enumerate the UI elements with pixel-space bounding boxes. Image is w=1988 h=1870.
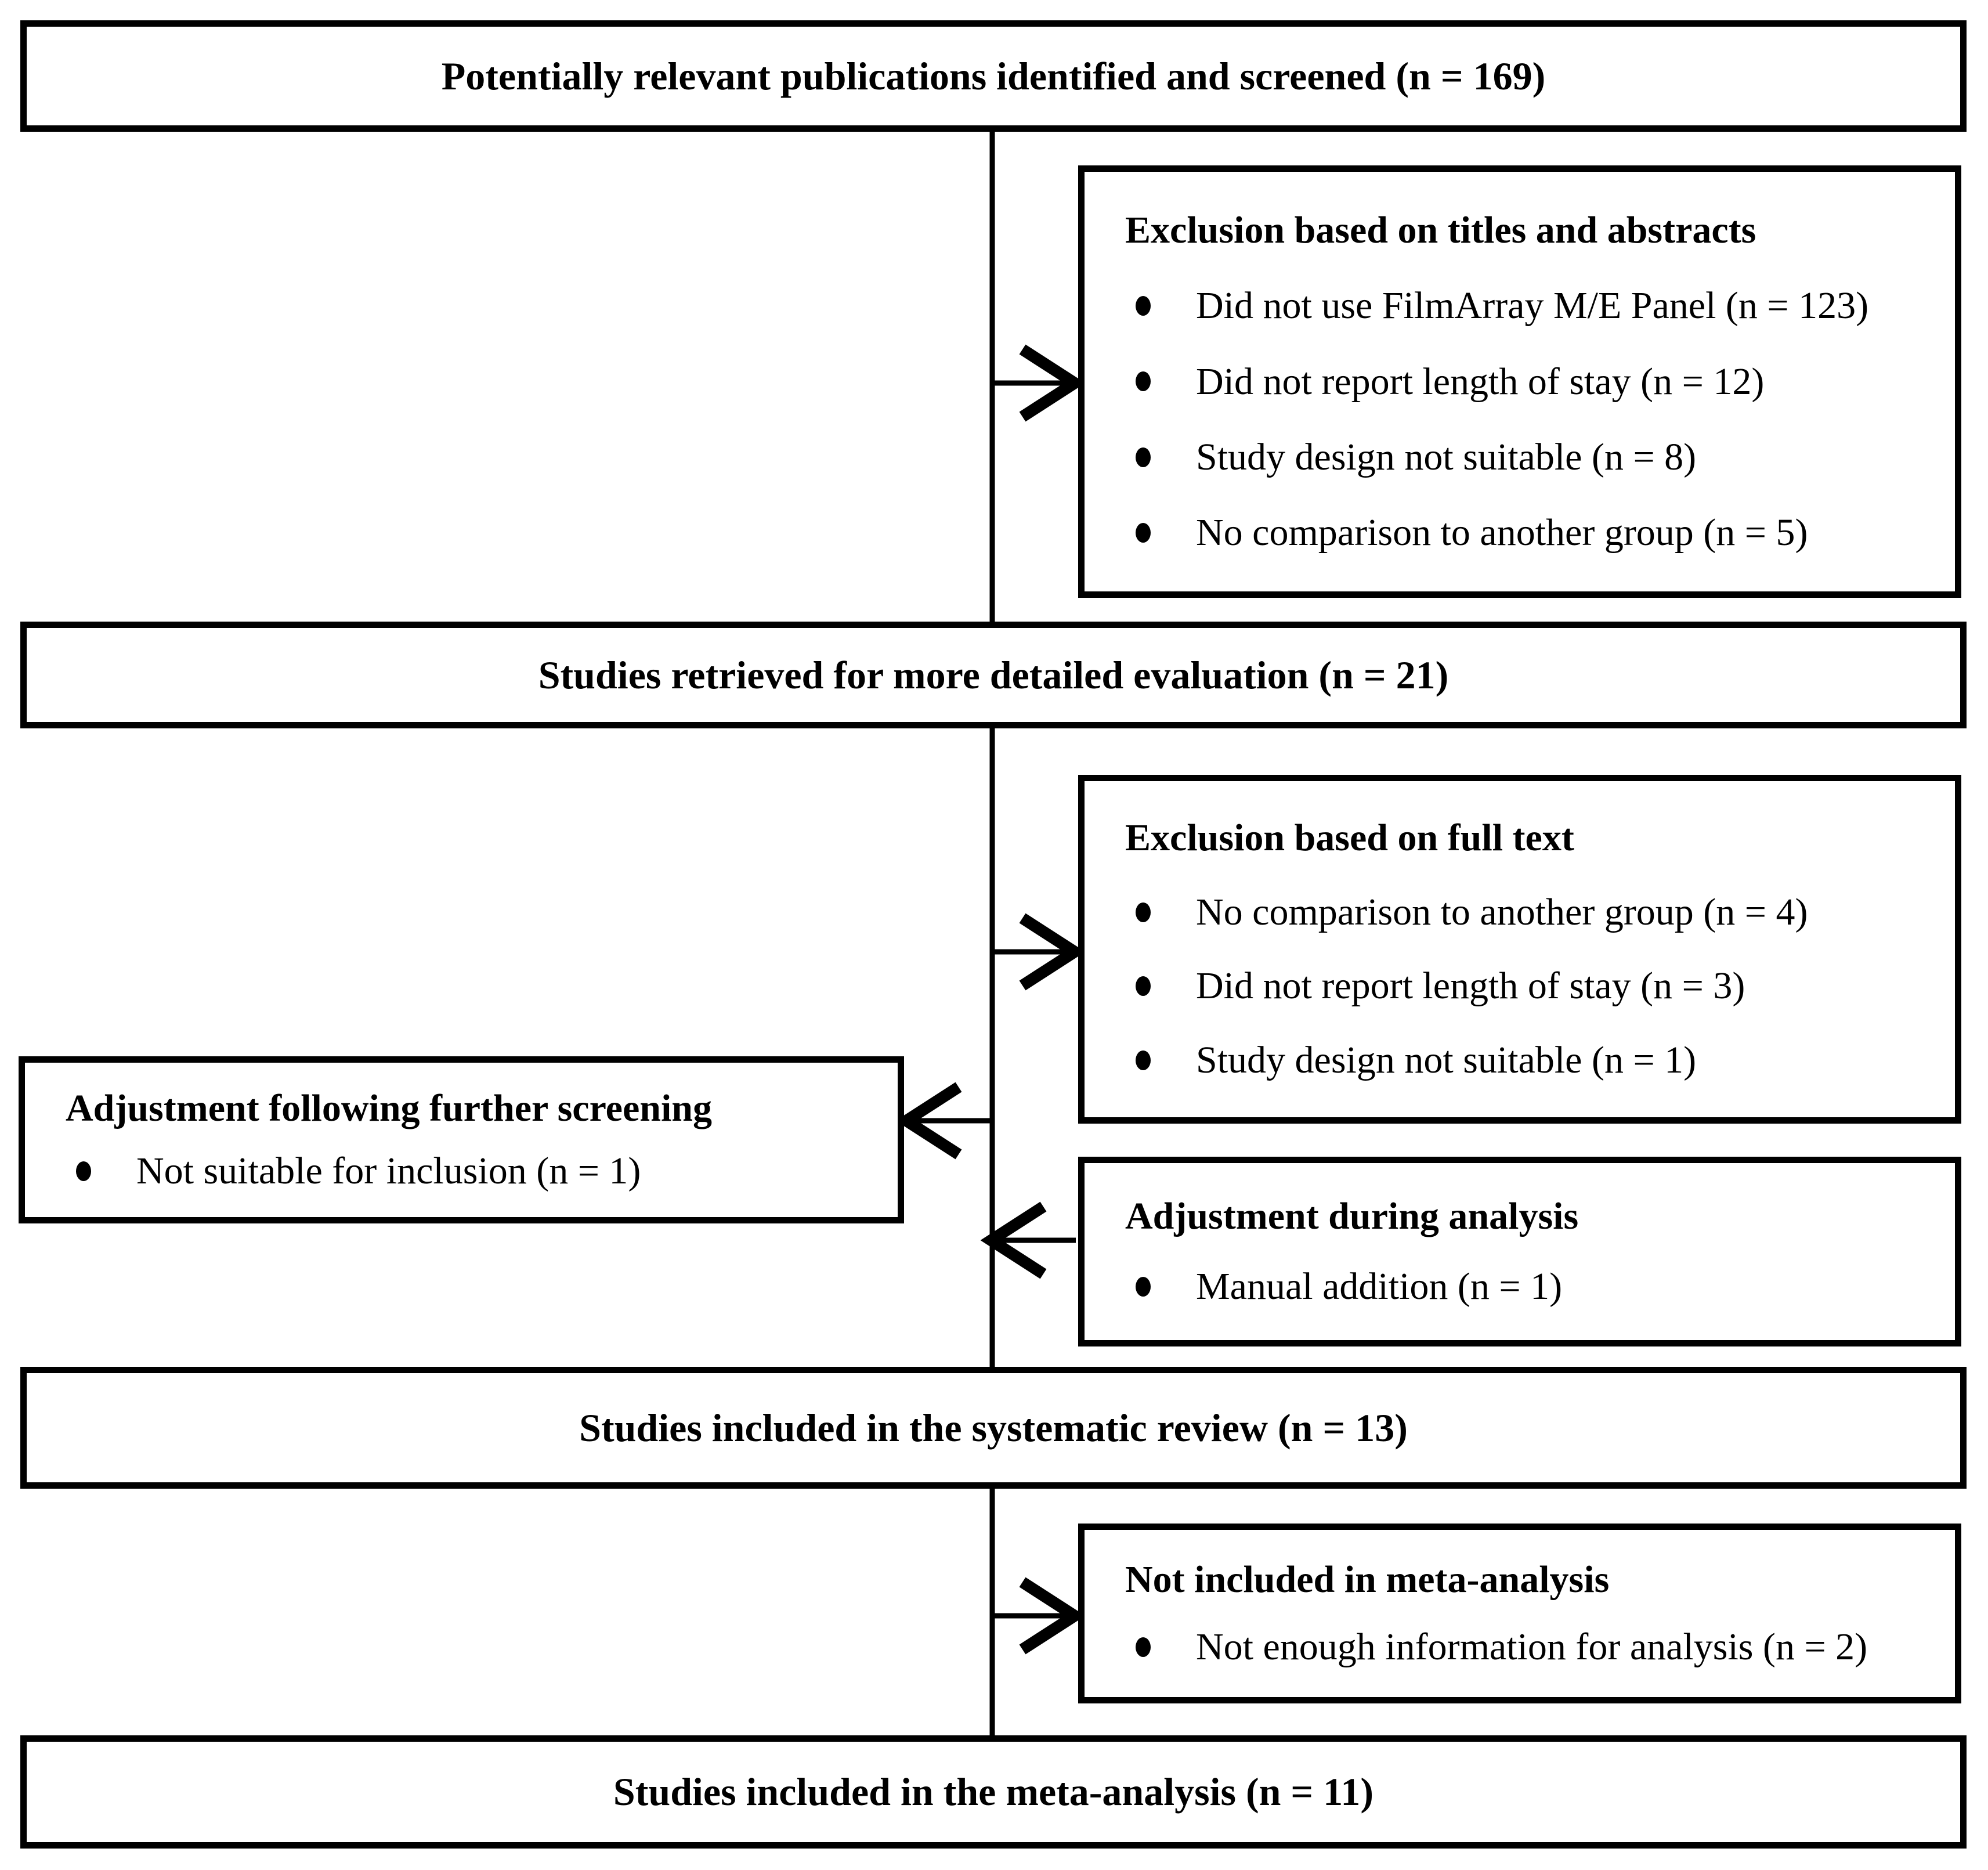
bullet-dot bbox=[1136, 447, 1151, 467]
bullet-text: Did not report length of stay (n = 12) bbox=[1196, 360, 1765, 403]
bullet-item: Did not use FilmArray M/E Panel (n = 123… bbox=[1085, 284, 1938, 328]
box-not-in-meta: Not included in meta-analysis Not enough… bbox=[1078, 1524, 1961, 1703]
box-studies-retrieved: Studies retrieved for more detailed eval… bbox=[20, 622, 1967, 728]
bullet-dot bbox=[1136, 371, 1151, 392]
bullet-text: No comparison to another group (n = 4) bbox=[1196, 890, 1808, 933]
bullet-dot bbox=[1136, 902, 1151, 922]
bullet-item: No comparison to another group (n = 4) bbox=[1085, 890, 1938, 934]
bullet-dot bbox=[1136, 1277, 1151, 1297]
bullet-text: Did not use FilmArray M/E Panel (n = 123… bbox=[1196, 284, 1869, 327]
bullet-item: Manual addition (n = 1) bbox=[1085, 1265, 1938, 1309]
box-adjustment-screening: Adjustment following further screening N… bbox=[19, 1056, 904, 1223]
adjustment-screening-title: Adjustment following further screening bbox=[66, 1086, 713, 1129]
arrowhead-right-icon bbox=[1019, 344, 1086, 422]
box-adjustment-analysis: Adjustment during analysis Manual additi… bbox=[1078, 1157, 1961, 1346]
bullet-dot bbox=[1136, 976, 1151, 997]
exclusion-full-text-title: Exclusion based on full text bbox=[1125, 816, 1574, 859]
arrow-to-exclusion-full-text bbox=[995, 913, 1086, 991]
box-exclusion-full-text: Exclusion based on full text No comparis… bbox=[1078, 775, 1961, 1124]
arrow-to-not-in-meta bbox=[995, 1577, 1086, 1655]
bullet-text: No comparison to another group (n = 5) bbox=[1196, 511, 1808, 554]
bullet-item: Did not report length of stay (n = 12) bbox=[1085, 360, 1938, 404]
box-meta-analysis: Studies included in the meta-analysis (n… bbox=[20, 1735, 1967, 1849]
bullet-item: Study design not suitable (n = 8) bbox=[1085, 435, 1938, 479]
bullet-item: Study design not suitable (n = 1) bbox=[1085, 1038, 1938, 1082]
arrowhead-right-icon bbox=[1019, 1577, 1086, 1655]
bullet-item: Not enough information for analysis (n =… bbox=[1085, 1625, 1938, 1669]
bullet-dot bbox=[1136, 1637, 1151, 1657]
box-studies-retrieved-label: Studies retrieved for more detailed eval… bbox=[538, 652, 1449, 697]
arrow-to-adjustment-screening bbox=[895, 1082, 990, 1160]
bullet-text: Manual addition (n = 1) bbox=[1196, 1265, 1563, 1308]
bullet-dot bbox=[1136, 295, 1151, 316]
bullet-item: Did not report length of stay (n = 3) bbox=[1085, 964, 1938, 1008]
box-meta-analysis-label: Studies included in the meta-analysis (n… bbox=[613, 1770, 1374, 1814]
bullet-item: Not suitable for inclusion (n = 1) bbox=[25, 1149, 880, 1193]
adjustment-analysis-title: Adjustment during analysis bbox=[1125, 1194, 1579, 1237]
arrowhead-left-icon bbox=[980, 1201, 1047, 1279]
arrow-from-adjustment-analysis bbox=[980, 1201, 1076, 1279]
bullet-item: No comparison to another group (n = 5) bbox=[1085, 511, 1938, 555]
bullet-text: Did not report length of stay (n = 3) bbox=[1196, 965, 1745, 1008]
arrow-to-exclusion-titles-abstracts bbox=[995, 344, 1086, 422]
not-in-meta-title: Not included in meta-analysis bbox=[1125, 1558, 1610, 1601]
bullet-text: Study design not suitable (n = 1) bbox=[1196, 1039, 1697, 1082]
box-systematic-review: Studies included in the systematic revie… bbox=[20, 1367, 1967, 1489]
box-publications-identified-label: Potentially relevant publications identi… bbox=[441, 53, 1546, 98]
bullet-text: Not suitable for inclusion (n = 1) bbox=[136, 1150, 641, 1193]
box-systematic-review-label: Studies included in the systematic revie… bbox=[579, 1405, 1408, 1450]
bullet-text: Not enough information for analysis (n =… bbox=[1196, 1626, 1868, 1669]
arrowhead-left-icon bbox=[895, 1082, 962, 1160]
bullet-dot bbox=[76, 1161, 91, 1182]
box-publications-identified: Potentially relevant publications identi… bbox=[20, 20, 1967, 132]
box-exclusion-titles-abstracts: Exclusion based on titles and abstracts … bbox=[1078, 165, 1961, 598]
exclusion-titles-abstracts-title: Exclusion based on titles and abstracts bbox=[1125, 208, 1756, 251]
bullet-text: Study design not suitable (n = 8) bbox=[1196, 435, 1697, 478]
bullet-dot bbox=[1136, 523, 1151, 543]
bullet-dot bbox=[1136, 1050, 1151, 1071]
arrowhead-right-icon bbox=[1019, 913, 1086, 991]
